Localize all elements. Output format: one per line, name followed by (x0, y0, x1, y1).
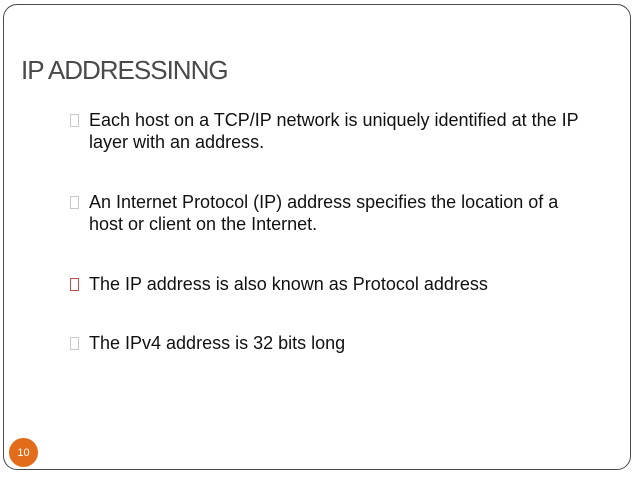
bullet-text: The IPv4 address is 32 bits long (89, 333, 346, 353)
bullet-item: Each host on a TCP/IP network is uniquel… (70, 109, 590, 153)
bullet-item: An Internet Protocol (IP) address specif… (70, 191, 590, 235)
bullet-item: The IP address is also known as Protocol… (70, 273, 590, 295)
page-number-badge: 10 (7, 436, 40, 469)
bullet-item: The IPv4 address is 32 bits long (70, 332, 590, 354)
square-bullet-icon (70, 337, 79, 350)
square-bullet-icon (70, 278, 79, 291)
slide-frame (3, 4, 631, 470)
bullet-list: Each host on a TCP/IP network is uniquel… (70, 109, 590, 354)
slide-title: IP ADDRESSINNG (21, 55, 229, 85)
bullet-text: An Internet Protocol (IP) address specif… (89, 192, 559, 234)
square-bullet-icon (70, 196, 79, 209)
bullet-text: The IP address is also known as Protocol… (89, 274, 488, 294)
square-bullet-icon (70, 114, 79, 127)
bullet-text: Each host on a TCP/IP network is uniquel… (89, 110, 579, 152)
